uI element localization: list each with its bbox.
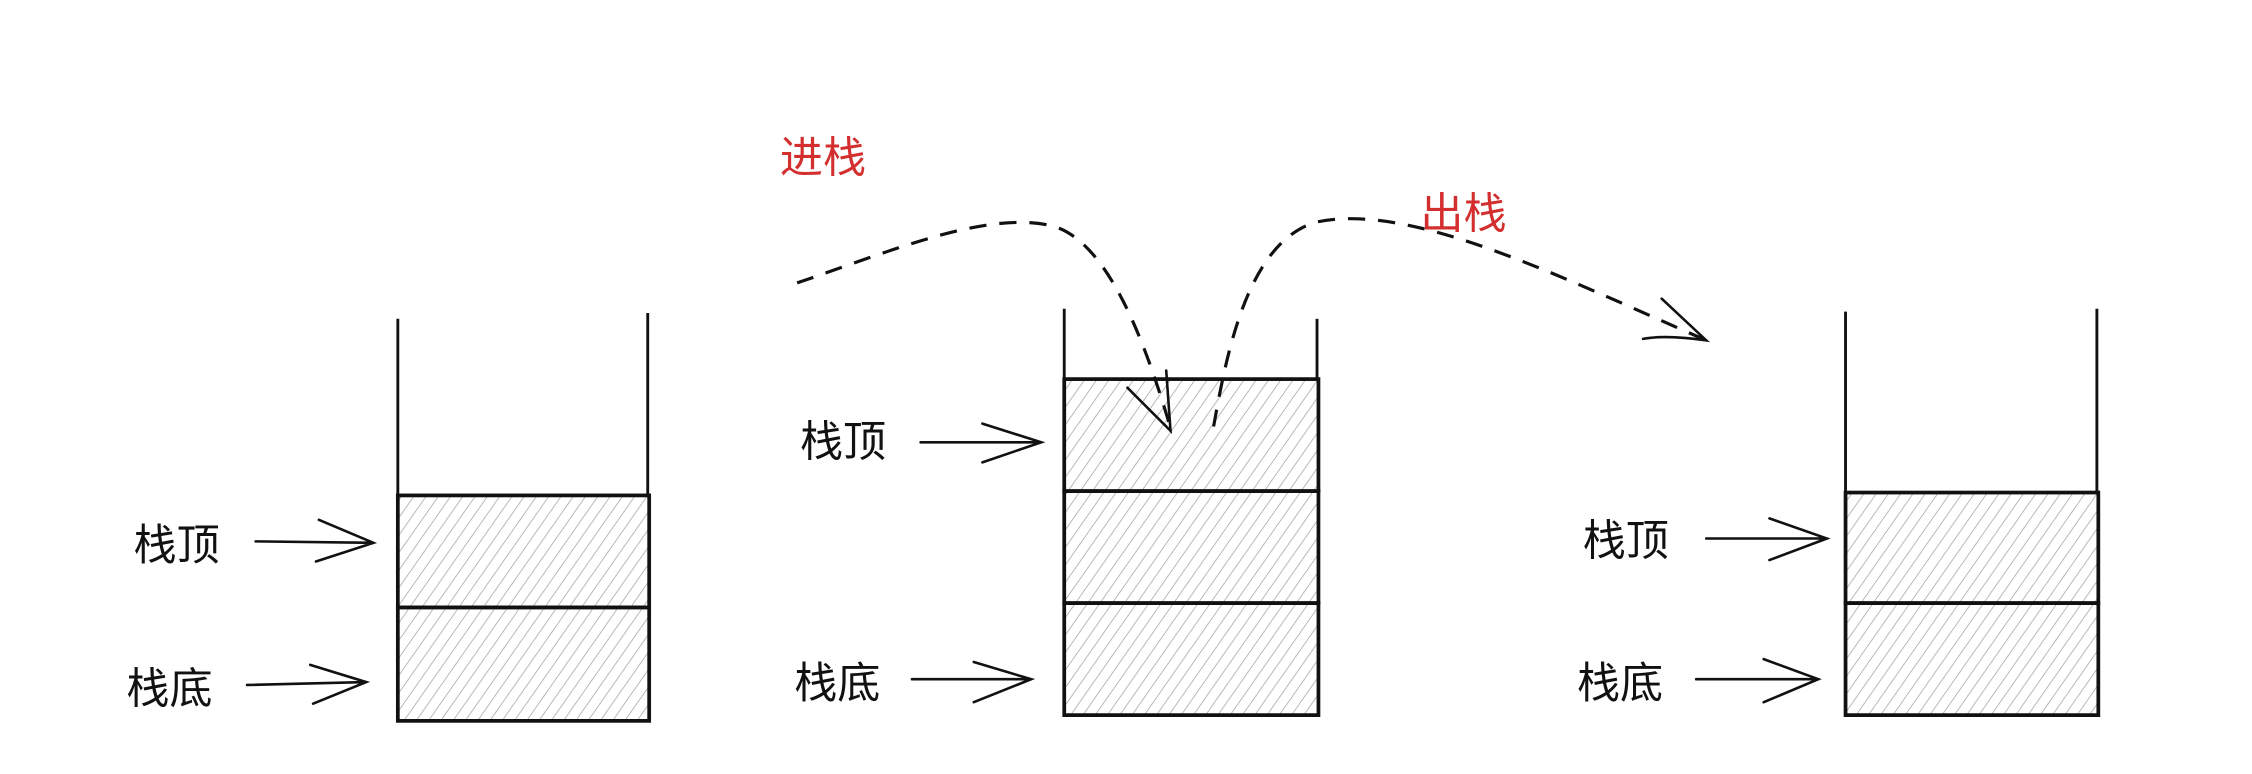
stack-element: [1843, 601, 2101, 717]
stack-element: [395, 605, 652, 723]
arrow-icon: [1694, 657, 1822, 704]
push-arrow-path: [796, 220, 1173, 429]
arrow-icon: [919, 422, 1046, 464]
stack-element: [1843, 490, 2101, 605]
pop-label: 出栈: [1420, 189, 1506, 239]
arrow-icon: [1704, 517, 1831, 562]
arrow-icon: [910, 660, 1036, 704]
stack-top-label: 栈顶: [800, 418, 886, 468]
stack-top-label: 栈顶: [134, 521, 220, 571]
arrow-icon: [245, 663, 371, 705]
stack-element: [1062, 601, 1321, 717]
stack-top-label: 栈顶: [1583, 517, 1669, 567]
pop-arrowhead-icon: [1641, 297, 1711, 343]
stack-bottom-label: 栈底: [1577, 659, 1663, 709]
stack-element: [1062, 489, 1321, 605]
stack-element: [395, 493, 652, 610]
stack-bottom-label: 栈底: [126, 665, 212, 715]
stack-element: [1062, 377, 1321, 493]
push-label: 进栈: [780, 133, 866, 183]
stack-after-push: 栈顶 栈底: [794, 308, 1321, 717]
stack-bottom-label: 栈底: [794, 659, 880, 709]
pop-arrow-path: [1212, 217, 1707, 427]
stack-after-pop: 栈顶 栈底: [1577, 308, 2101, 717]
push-arrowhead-icon: [1126, 369, 1173, 435]
arrow-icon: [254, 518, 378, 563]
stack-initial: 栈顶 栈底: [126, 313, 652, 723]
